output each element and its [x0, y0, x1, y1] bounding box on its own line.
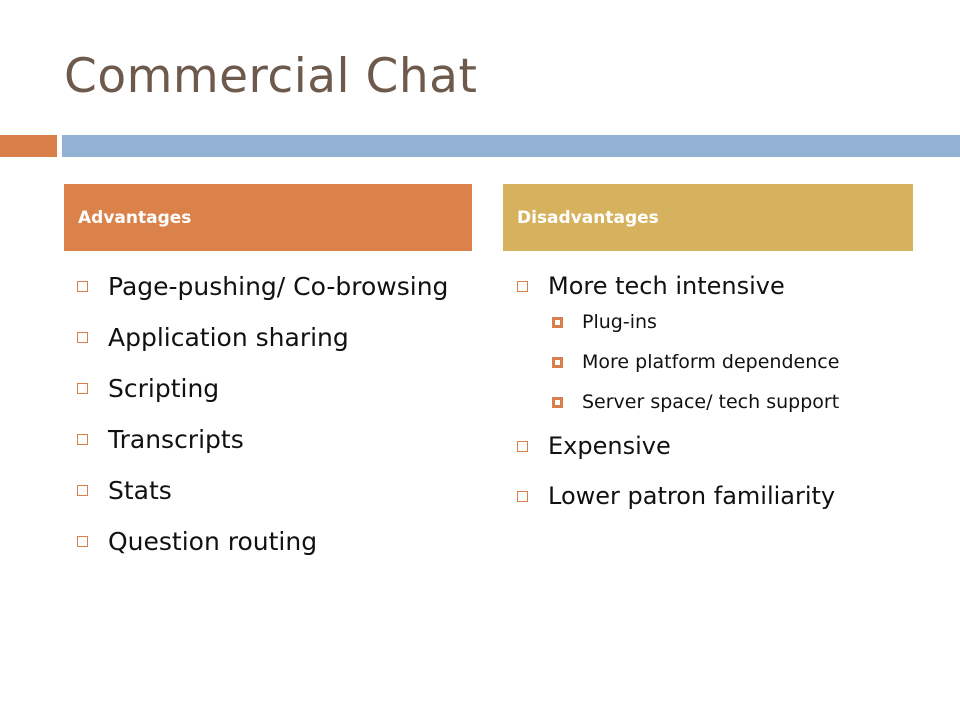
- list-item: Lower patron familiarity: [516, 478, 916, 514]
- list-item-label: Lower patron familiarity: [548, 482, 836, 510]
- sub-list-item: Server space/ tech support: [548, 384, 916, 420]
- list-item-label: Expensive: [548, 432, 671, 460]
- square-bullet-icon: [77, 281, 88, 292]
- advantages-list: Page-pushing/ Co-browsing Application sh…: [76, 268, 476, 574]
- title-rule-orange: [0, 135, 57, 157]
- disadvantages-header: Disadvantages: [503, 184, 913, 251]
- list-item: Page-pushing/ Co-browsing: [76, 268, 476, 306]
- list-item-label: Question routing: [108, 527, 318, 556]
- square-bullet-icon: [77, 434, 88, 445]
- list-item-label: Page-pushing/ Co-browsing: [108, 272, 449, 301]
- list-item-label: Application sharing: [108, 323, 349, 352]
- sub-list-item: More platform dependence: [548, 344, 916, 380]
- filled-square-bullet-icon: [552, 357, 563, 368]
- square-bullet-icon: [517, 491, 528, 502]
- sub-list-item-label: More platform dependence: [582, 351, 840, 373]
- sub-list: Plug-ins More platform dependence Server…: [548, 304, 916, 420]
- square-bullet-icon: [77, 383, 88, 394]
- filled-square-bullet-icon: [552, 317, 563, 328]
- title-rule-blue: [62, 135, 960, 157]
- list-item: Stats: [76, 472, 476, 510]
- sub-list-item: Plug-ins: [548, 304, 916, 340]
- square-bullet-icon: [77, 332, 88, 343]
- list-item: Scripting: [76, 370, 476, 408]
- list-item: Application sharing: [76, 319, 476, 357]
- square-bullet-icon: [77, 536, 88, 547]
- list-item: More tech intensive Plug-ins More platfo…: [516, 268, 916, 420]
- list-item: Expensive: [516, 428, 916, 464]
- list-item: Question routing: [76, 523, 476, 561]
- list-item-label: Transcripts: [108, 425, 244, 454]
- square-bullet-icon: [77, 485, 88, 496]
- square-bullet-icon: [517, 441, 528, 452]
- sub-list-item-label: Plug-ins: [582, 311, 657, 333]
- list-item-label: Stats: [108, 476, 172, 505]
- disadvantages-list: More tech intensive Plug-ins More platfo…: [516, 268, 916, 528]
- advantages-header: Advantages: [64, 184, 472, 251]
- list-item: Transcripts: [76, 421, 476, 459]
- filled-square-bullet-icon: [552, 397, 563, 408]
- list-item-label: More tech intensive: [548, 272, 785, 300]
- slide-title: Commercial Chat: [64, 49, 478, 104]
- sub-list-item-label: Server space/ tech support: [582, 391, 840, 413]
- list-item-label: Scripting: [108, 374, 220, 403]
- square-bullet-icon: [517, 281, 528, 292]
